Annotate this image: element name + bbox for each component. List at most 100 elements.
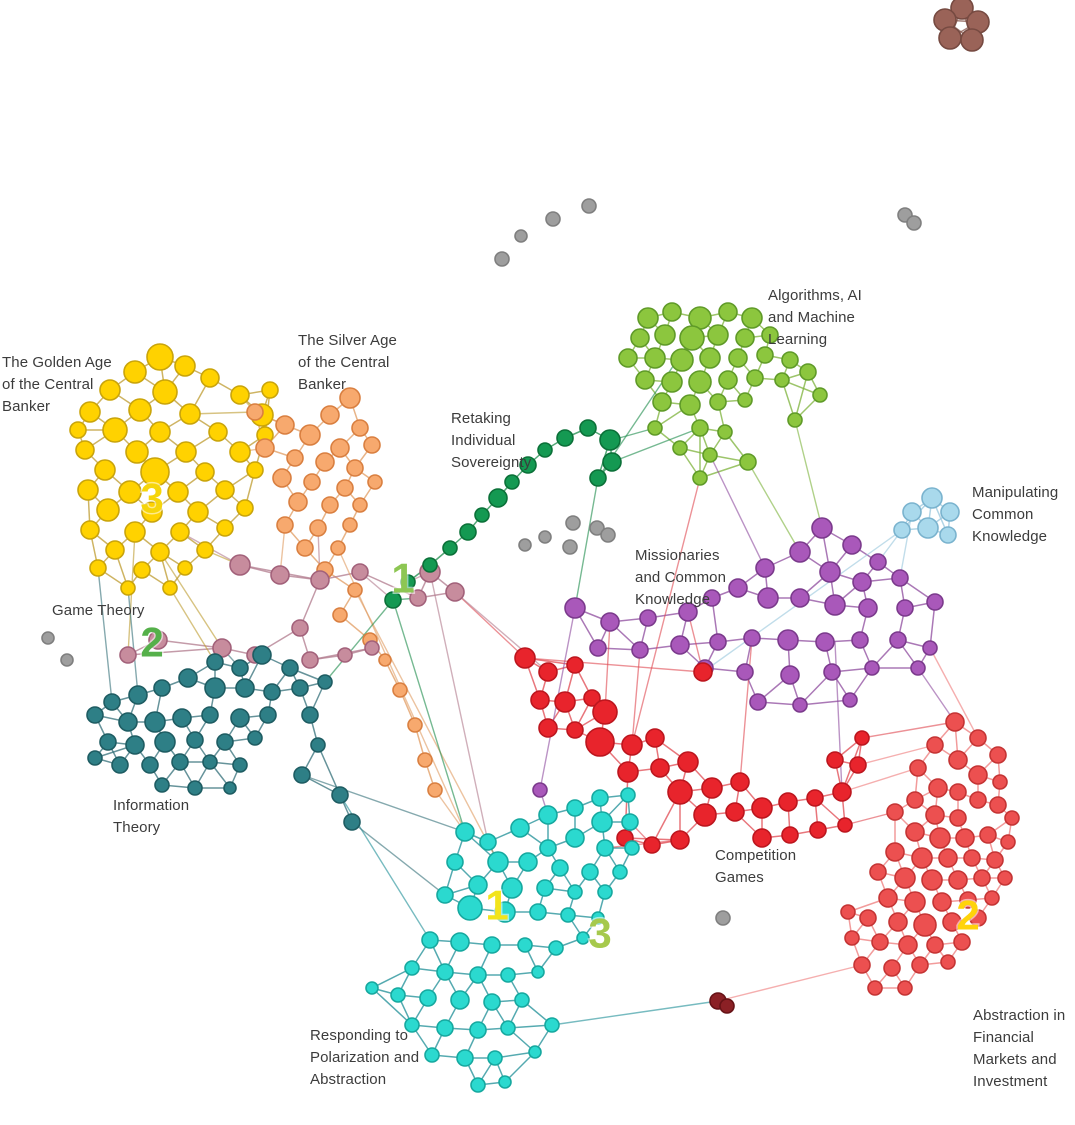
graph-node-game[interactable] (270, 565, 290, 585)
graph-node-responding[interactable] (450, 932, 470, 952)
graph-node-golden[interactable] (216, 519, 234, 537)
graph-node-algorithms[interactable] (654, 324, 676, 346)
graph-node-information[interactable] (231, 659, 249, 677)
graph-node-missionaries[interactable] (858, 598, 878, 618)
graph-node-responding[interactable] (538, 805, 558, 825)
graph-node-algorithms[interactable] (635, 370, 655, 390)
graph-node-golden[interactable] (146, 343, 174, 371)
graph-node-abstraction[interactable] (929, 827, 951, 849)
graph-node-information[interactable] (86, 706, 104, 724)
graph-node-abstraction[interactable] (921, 869, 943, 891)
graph-node-competition[interactable] (693, 662, 713, 682)
graph-node-silver[interactable] (321, 496, 339, 514)
graph-node-abstraction[interactable] (989, 746, 1007, 764)
graph-node-competition[interactable] (643, 836, 661, 854)
graph-node-game[interactable] (351, 563, 369, 581)
graph-node-information[interactable] (111, 756, 129, 774)
graph-node-missionaries[interactable] (896, 599, 914, 617)
graph-node-abstraction[interactable] (886, 803, 904, 821)
graph-node-gray[interactable] (545, 211, 561, 227)
graph-node-algorithms[interactable] (618, 348, 638, 368)
graph-node-missionaries[interactable] (703, 589, 721, 607)
graph-node-retaking[interactable] (602, 452, 622, 472)
graph-node-responding[interactable] (457, 895, 483, 921)
graph-node-abstraction[interactable] (940, 954, 956, 970)
graph-node-game[interactable] (229, 554, 251, 576)
graph-node-algorithms[interactable] (679, 325, 705, 351)
graph-node-responding[interactable] (551, 859, 569, 877)
graph-node-information[interactable] (235, 678, 255, 698)
graph-node-algorithms[interactable] (728, 348, 748, 368)
graph-node-abstraction[interactable] (898, 935, 918, 955)
graph-node-missionaries[interactable] (670, 635, 690, 655)
graph-node-missionaries[interactable] (922, 640, 938, 656)
graph-node-abstraction[interactable] (932, 892, 952, 912)
graph-node-responding[interactable] (612, 864, 628, 880)
graph-node-golden[interactable] (89, 559, 107, 577)
graph-node-silver[interactable] (276, 516, 294, 534)
graph-node-responding[interactable] (446, 853, 464, 871)
graph-node-abstraction[interactable] (894, 867, 916, 889)
graph-node-information[interactable] (99, 733, 117, 751)
graph-node-silver[interactable] (392, 682, 408, 698)
graph-node-competition[interactable] (585, 727, 615, 757)
graph-node-abstraction[interactable] (992, 774, 1008, 790)
graph-node-responding[interactable] (544, 1017, 560, 1033)
graph-node-golden[interactable] (149, 421, 171, 443)
graph-node-algorithms[interactable] (781, 351, 799, 369)
graph-node-responding[interactable] (560, 907, 576, 923)
graph-node-competition[interactable] (566, 721, 584, 739)
graph-node-abstraction[interactable] (859, 909, 877, 927)
graph-node-retaking[interactable] (474, 507, 490, 523)
graph-node-information[interactable] (144, 711, 166, 733)
graph-node-retaking[interactable] (488, 488, 508, 508)
graph-node-silver[interactable] (332, 607, 348, 623)
graph-node-golden[interactable] (177, 560, 193, 576)
graph-node-competition[interactable] (854, 730, 870, 746)
graph-node-golden[interactable] (96, 498, 120, 522)
graph-node-missionaries[interactable] (709, 633, 727, 651)
graph-node-retaking[interactable] (459, 523, 477, 541)
graph-node-responding[interactable] (510, 818, 530, 838)
graph-node-silver[interactable] (255, 438, 275, 458)
graph-node-responding[interactable] (404, 960, 420, 976)
graph-node-game[interactable] (409, 589, 427, 607)
graph-node-competition[interactable] (514, 647, 536, 669)
graph-node-gray[interactable] (581, 198, 597, 214)
graph-node-golden[interactable] (150, 542, 170, 562)
graph-node-responding[interactable] (436, 1019, 454, 1037)
graph-node-golden[interactable] (175, 441, 197, 463)
graph-node-retaking[interactable] (384, 591, 402, 609)
graph-node-competition[interactable] (617, 761, 639, 783)
graph-node-information[interactable] (171, 753, 189, 771)
graph-node-golden[interactable] (105, 540, 125, 560)
graph-node-golden[interactable] (102, 417, 128, 443)
graph-node-information[interactable] (281, 659, 299, 677)
graph-node-abstraction[interactable] (883, 959, 901, 977)
graph-node-competition[interactable] (832, 782, 852, 802)
graph-node-silver[interactable] (309, 519, 327, 537)
graph-node-responding[interactable] (421, 931, 439, 949)
graph-node-algorithms[interactable] (637, 307, 659, 329)
graph-node-abstraction[interactable] (1004, 810, 1020, 826)
graph-node-competition[interactable] (778, 792, 798, 812)
graph-node-information[interactable] (141, 756, 159, 774)
graph-node-abstraction[interactable] (948, 870, 968, 890)
graph-node-golden[interactable] (94, 459, 116, 481)
graph-node-algorithms[interactable] (709, 393, 727, 411)
graph-node-manipulating[interactable] (940, 502, 960, 522)
graph-node-responding[interactable] (529, 903, 547, 921)
graph-node-competition[interactable] (621, 734, 643, 756)
graph-node-information[interactable] (202, 754, 218, 770)
graph-node-information[interactable] (223, 781, 237, 795)
graph-node-missionaries[interactable] (757, 587, 779, 609)
graph-node-responding[interactable] (591, 911, 605, 925)
graph-node-missionaries[interactable] (851, 631, 869, 649)
graph-node-responding[interactable] (518, 852, 538, 872)
graph-node-responding[interactable] (487, 1050, 503, 1066)
graph-node-missionaries[interactable] (811, 517, 833, 539)
graph-node-information[interactable] (154, 731, 176, 753)
graph-node-abstraction[interactable] (969, 729, 987, 747)
graph-node-golden[interactable] (152, 379, 178, 405)
graph-node-missionaries[interactable] (728, 578, 748, 598)
